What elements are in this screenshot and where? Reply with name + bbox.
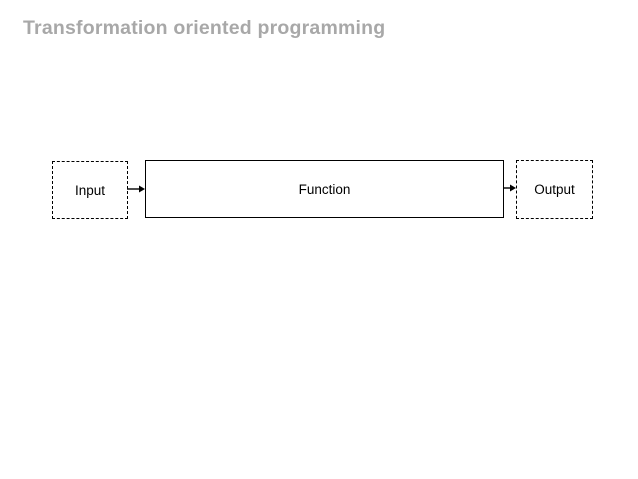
input-box: Input xyxy=(52,161,128,219)
slide-title: Transformation oriented programming xyxy=(23,17,386,39)
output-box: Output xyxy=(516,160,593,219)
input-to-function-arrow-icon xyxy=(127,185,145,193)
output-box-label: Output xyxy=(534,182,575,197)
input-box-label: Input xyxy=(74,182,106,198)
function-box: Function xyxy=(145,160,504,218)
function-box-label: Function xyxy=(298,181,351,197)
function-to-output-arrow-icon xyxy=(503,184,516,192)
